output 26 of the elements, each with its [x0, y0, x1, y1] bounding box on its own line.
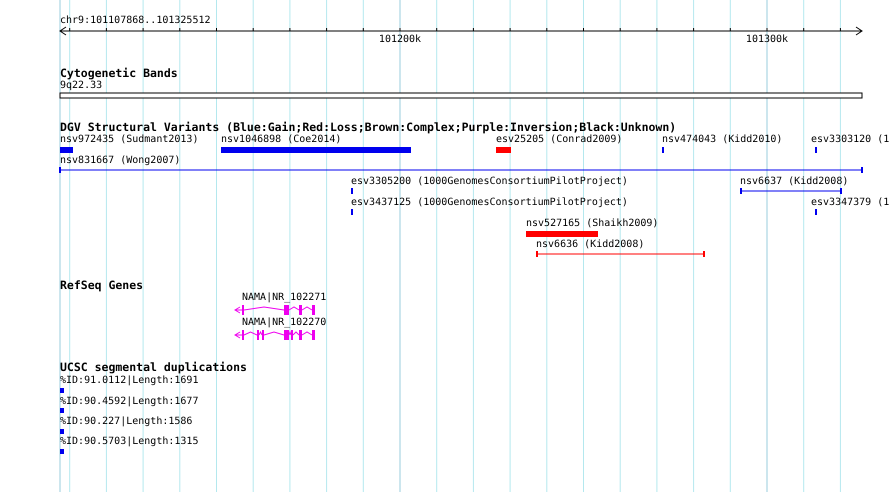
- variant-label: esv3303120 (1: [811, 134, 890, 146]
- variant-label: esv25205 (Conrad2009): [496, 134, 622, 146]
- axis-tick-label: 101300k: [746, 34, 788, 46]
- variant-label: nsv972435 (Sudmant2013): [60, 134, 198, 146]
- variant-label: nsv6637 (Kidd2008): [740, 176, 848, 188]
- axis-tick-label: 101200k: [378, 34, 422, 46]
- coordinate-range: chr9:101107868..101325512: [60, 15, 211, 27]
- track-title: Cytogenetic Bands: [60, 67, 178, 80]
- variant-label: nsv527165 (Shaikh2009): [526, 218, 658, 230]
- variant-label: esv3437125 (1000GenomesConsortiumPilotProject): [351, 197, 628, 209]
- variant-label: nsv6636 (Kidd2008): [536, 239, 644, 251]
- duplication-label: %ID:90.5703|Length:1315: [60, 436, 198, 448]
- gene-label: NAMA|NR_102271: [242, 292, 326, 304]
- track-title: DGV Structural Variants (Blue:Gain;Red:Loss;Brown:Complex;Purple:Inversion;Black:Unknown): [60, 121, 676, 134]
- track-title: UCSC segmental duplications: [60, 361, 247, 374]
- track-title: RefSeq Genes: [60, 279, 144, 292]
- gene-label: NAMA|NR_102270: [242, 317, 326, 329]
- variant-label: esv3347379 (1: [811, 197, 890, 209]
- band-label: 9q22.33: [60, 80, 102, 92]
- duplication-label: %ID:90.227|Length:1586: [60, 416, 192, 428]
- variant-label: nsv831667 (Wong2007): [60, 155, 180, 167]
- duplication-label: %ID:90.4592|Length:1677: [60, 396, 198, 408]
- variant-label: esv3305200 (1000GenomesConsortiumPilotProject): [351, 176, 628, 188]
- variant-label: nsv1046898 (Coe2014): [221, 134, 342, 146]
- duplication-label: %ID:91.0112|Length:1691: [60, 375, 198, 387]
- variant-label: nsv474043 (Kidd2010): [662, 134, 782, 146]
